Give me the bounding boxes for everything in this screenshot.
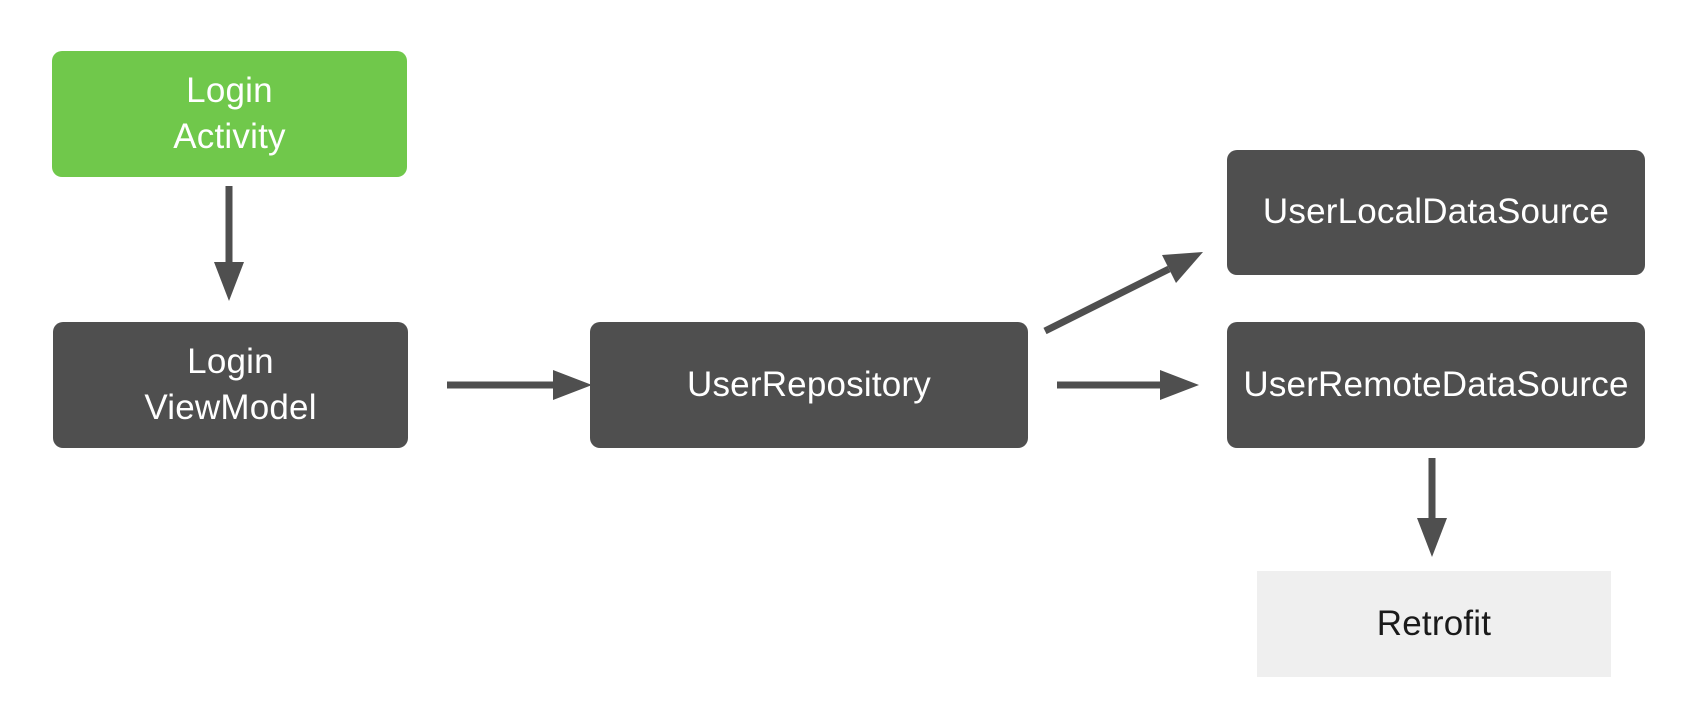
node-login-viewmodel-label: Login ViewModel xyxy=(144,341,317,427)
node-user-remote-data-source: UserRemoteDataSource xyxy=(1227,322,1645,448)
arrow-remotesource-to-retrofit-icon xyxy=(1417,458,1447,557)
node-user-repository: UserRepository xyxy=(590,322,1028,448)
arrow-activity-to-viewmodel-icon xyxy=(214,186,244,301)
arrow-repository-to-remotesource-icon xyxy=(1057,370,1199,400)
node-user-repository-label: UserRepository xyxy=(687,364,931,404)
node-retrofit: Retrofit xyxy=(1257,571,1611,677)
arrow-viewmodel-to-repository-icon xyxy=(447,370,592,400)
node-login-activity-label: Login Activity xyxy=(173,70,286,156)
node-user-local-data-source: UserLocalDataSource xyxy=(1227,150,1645,275)
arrow-repository-to-localsource-icon xyxy=(1043,252,1203,335)
node-retrofit-label: Retrofit xyxy=(1376,603,1492,643)
node-login-viewmodel: Login ViewModel xyxy=(53,322,408,448)
node-user-remote-data-source-label: UserRemoteDataSource xyxy=(1243,364,1629,404)
node-user-local-data-source-label: UserLocalDataSource xyxy=(1262,192,1610,232)
node-login-activity: Login Activity xyxy=(52,51,407,177)
